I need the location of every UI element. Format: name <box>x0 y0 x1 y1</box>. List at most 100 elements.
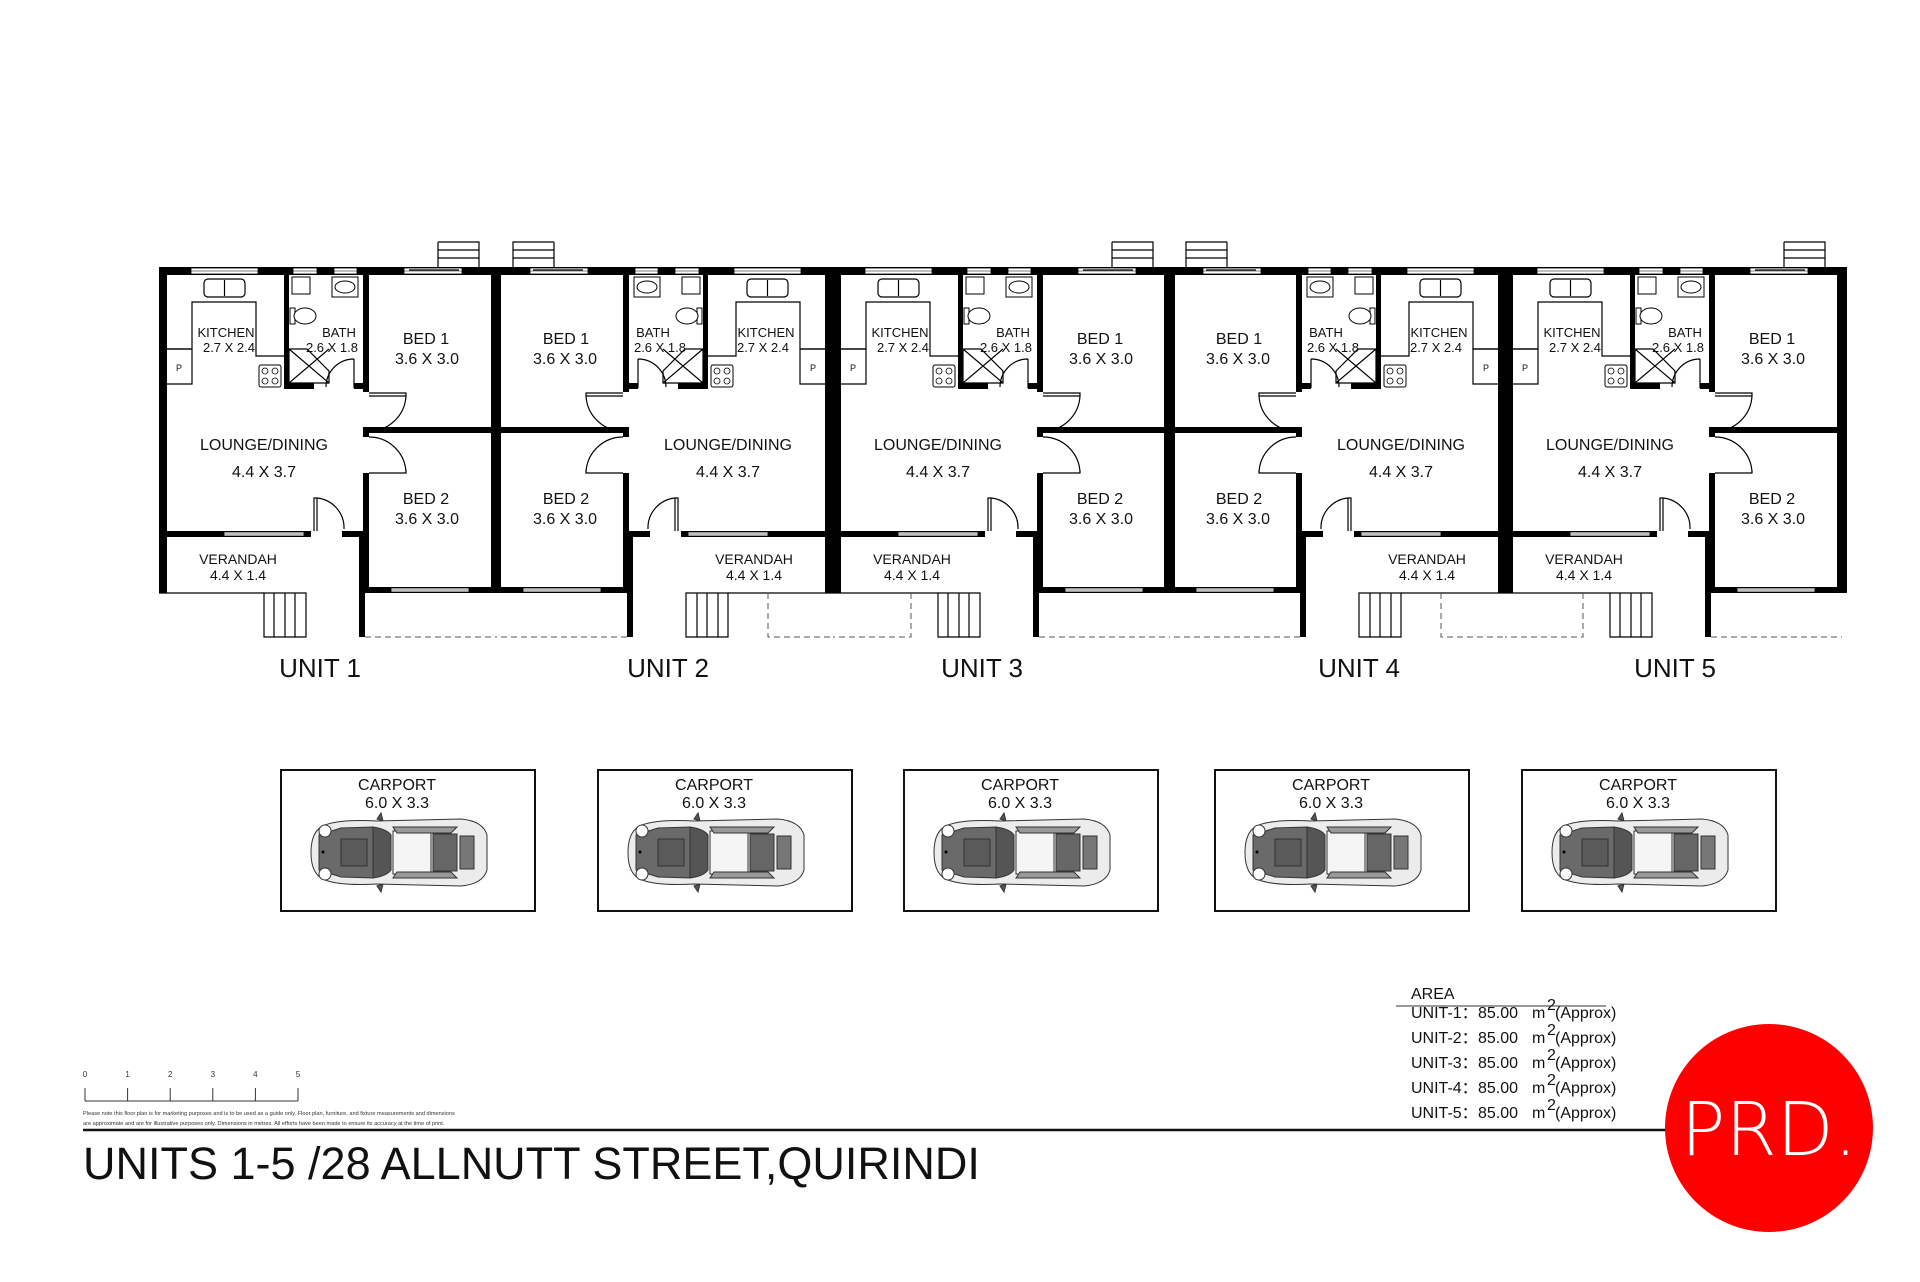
bed1-door-icon <box>585 392 624 432</box>
bath-wall <box>1351 383 1381 389</box>
stove-burner <box>1386 377 1394 385</box>
car-badge <box>1255 850 1259 854</box>
shower-icon <box>1634 348 1676 384</box>
verandah-side-wall <box>627 531 633 637</box>
bath-wall <box>284 275 289 389</box>
verandah-dims: 4.4 X 1.4 <box>210 567 266 583</box>
vanity-icon <box>1637 276 1657 295</box>
stove-burner <box>935 377 943 385</box>
car-roof <box>1015 830 1055 875</box>
car-windshield <box>1613 826 1633 879</box>
lounge-dims: 4.4 X 3.7 <box>1578 464 1642 481</box>
area-unit-m: m <box>1532 1080 1545 1097</box>
mirror-left <box>1310 811 1318 822</box>
car-roof <box>1633 830 1673 875</box>
bath-wall <box>1376 275 1381 389</box>
toilet-icon <box>967 307 991 325</box>
headlight <box>1252 824 1266 838</box>
headlight <box>1559 867 1573 881</box>
pantry-label: P <box>850 363 856 373</box>
area-superscript: 2 <box>1547 1022 1556 1039</box>
stove-burner <box>261 367 269 375</box>
boundary-dashed <box>1440 593 1506 638</box>
bed1-door-icon <box>368 392 407 432</box>
verandah-dims: 4.4 X 1.4 <box>1399 567 1455 583</box>
boundary-dashed <box>833 593 912 638</box>
stove-burner <box>1617 377 1625 385</box>
stove-burner <box>1386 367 1394 375</box>
bed1-door-icon <box>1714 392 1753 432</box>
car-windshield <box>372 826 392 879</box>
bed2-dims: 3.6 X 3.0 <box>395 511 459 528</box>
area-value: 85.00 <box>1478 1105 1518 1122</box>
car-badge <box>944 850 948 854</box>
headlight <box>318 824 332 838</box>
stove-burner <box>1617 367 1625 375</box>
bed2-label: BED 2 <box>403 491 449 508</box>
car-hood-panel <box>1274 838 1302 867</box>
lounge-dims: 4.4 X 3.7 <box>696 464 760 481</box>
bath-label: BATH <box>1668 325 1702 340</box>
outer-wall-top <box>159 267 496 275</box>
bath-wall <box>958 275 963 389</box>
basin-bowl <box>1309 280 1331 294</box>
car-icon <box>933 811 1111 894</box>
outer-wall-top <box>833 267 1170 275</box>
basin-bowl <box>636 280 658 294</box>
scale-tick-label: 1 <box>125 1070 130 1079</box>
boundary-dashed <box>767 593 833 638</box>
stove-burner <box>271 367 279 375</box>
mirror-right <box>693 883 701 894</box>
car-shadow <box>1326 826 1393 879</box>
mirror-right <box>1617 883 1625 894</box>
rear-steps-icon <box>512 241 555 267</box>
logo-text: PRD. <box>1681 1087 1858 1173</box>
bath-door-icon <box>1671 358 1701 388</box>
front-door-icon <box>1320 497 1352 531</box>
verandah-label: VERANDAH <box>1545 551 1623 567</box>
bed2-wall <box>623 473 629 593</box>
bath-dims: 2.6 X 1.8 <box>634 340 686 355</box>
lounge-front-wall <box>1016 531 1038 537</box>
pantry-label: P <box>1483 363 1489 373</box>
rear-steps-icon <box>437 241 480 267</box>
shower-icon <box>1335 348 1377 384</box>
stove-burner <box>935 367 943 375</box>
pantry-label: P <box>176 363 182 373</box>
bath-dims: 2.6 X 1.8 <box>1307 340 1359 355</box>
area-unit: UNIT-4： <box>1411 1080 1478 1097</box>
bed2-label: BED 2 <box>543 491 589 508</box>
bed2-wall <box>1296 473 1302 593</box>
bath-wall <box>1630 275 1635 389</box>
vanity-icon <box>681 276 701 295</box>
carport-dims: 6.0 X 3.3 <box>1606 795 1670 812</box>
front-steps-icon <box>1609 592 1653 638</box>
bed1-label: BED 1 <box>403 331 449 348</box>
unit-label: UNIT 5 <box>1634 653 1716 683</box>
bed-divider-wall <box>363 427 496 433</box>
bath-wall <box>284 383 314 389</box>
bed2-dims: 3.6 X 3.0 <box>1741 511 1805 528</box>
scale-tick-label: 4 <box>253 1070 258 1079</box>
scale-tick-label: 2 <box>168 1070 173 1079</box>
area-heading: AREA <box>1411 986 1455 1003</box>
scale-tick-label: 5 <box>296 1070 301 1079</box>
lounge-dims: 4.4 X 3.7 <box>232 464 296 481</box>
mirror-left <box>999 811 1007 822</box>
pantry-label: P <box>1522 363 1528 373</box>
bed1-door-icon <box>1042 392 1081 432</box>
unit-label: UNIT 4 <box>1318 653 1400 683</box>
area-value: 85.00 <box>1478 1080 1518 1097</box>
car-shadow <box>709 826 776 879</box>
area-superscript: 2 <box>1547 997 1556 1014</box>
area-unit-m: m <box>1532 1005 1545 1022</box>
verandah-side-wall <box>359 531 365 637</box>
